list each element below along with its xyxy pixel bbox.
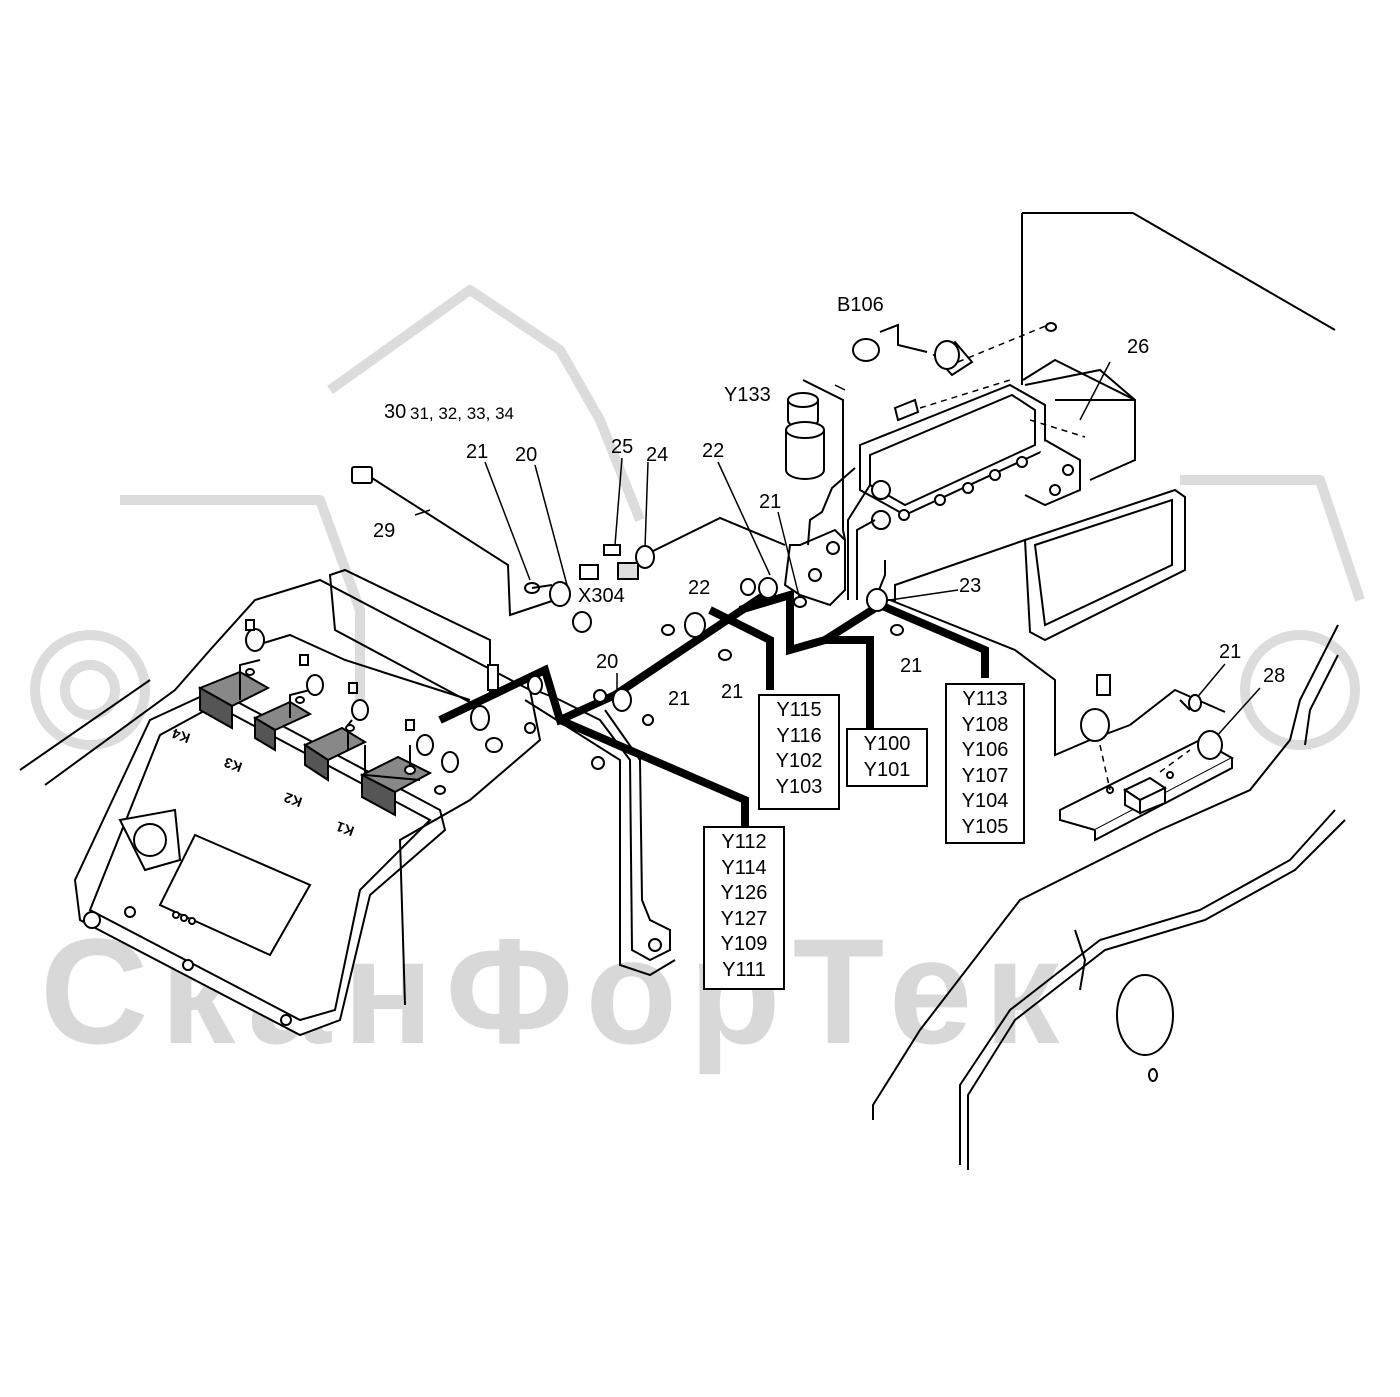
callout-20: 20	[596, 651, 619, 673]
watermark-machine-outline	[30, 285, 1365, 750]
valve-label: Y104	[961, 790, 1009, 812]
callout-y133: Y133	[724, 384, 771, 406]
accumulator-y133	[783, 392, 846, 607]
callout-21: 21	[466, 441, 489, 463]
callout-23: 23	[959, 575, 982, 597]
valve-label: Y107	[961, 764, 1009, 787]
callout-26: 26	[1127, 336, 1150, 358]
valve-block	[859, 358, 1186, 642]
callout-21: 21	[721, 681, 744, 703]
valve-label: Y106	[961, 739, 1009, 761]
dashed-guides	[919, 324, 1191, 791]
relays	[197, 670, 433, 817]
valve-label: Y109	[720, 933, 768, 955]
controller-box	[73, 688, 447, 1037]
valve-label: Y102	[775, 750, 823, 772]
clamps-and-screws	[245, 466, 1223, 795]
callout-21: 21	[900, 655, 923, 677]
valve-label: Y127	[720, 907, 768, 930]
valve-label: Y108	[961, 713, 1009, 736]
callout-20: 20	[515, 444, 538, 466]
valve-label: Y112	[721, 831, 767, 853]
valve-label: Y115	[776, 699, 822, 721]
callout-31-34: 31, 32, 33, 34	[410, 404, 514, 423]
right-base-plate	[1059, 738, 1235, 842]
valve-label: Y103	[775, 775, 823, 798]
support-bracket	[524, 689, 676, 977]
callout-21: 21	[759, 491, 782, 513]
valve-label: Y126	[720, 882, 768, 904]
valve-label: Y114	[721, 856, 767, 879]
leader-lines	[414, 361, 1261, 739]
valve-group-box: Y112 Y114 Y126 Y127 Y109 Y111	[703, 826, 785, 990]
valve-label: Y111	[722, 958, 766, 981]
valve-label: Y101	[863, 758, 911, 781]
callout-24: 24	[646, 444, 669, 466]
right-cabinet-panel	[872, 212, 1346, 1170]
callout-29: 29	[373, 520, 396, 542]
valve-label: Y100	[863, 733, 911, 755]
callout-b106: B106	[837, 294, 884, 316]
callout-x304: X304	[578, 585, 625, 607]
callout-25: 25	[611, 436, 634, 458]
callout-21: 21	[1219, 641, 1242, 663]
callout-28: 28	[1263, 665, 1286, 687]
callout-21: 21	[668, 688, 691, 710]
valve-label: Y116	[776, 724, 822, 747]
valve-group-box: Y115 Y116 Y102 Y103	[758, 694, 840, 810]
callout-22: 22	[702, 440, 725, 462]
valve-label: Y105	[961, 815, 1009, 838]
valve-group-box: Y113 Y108 Y106 Y107 Y104 Y105	[945, 683, 1025, 844]
valve-group-box: Y100 Y101	[846, 728, 928, 787]
callout-30: 30	[384, 401, 407, 423]
callout-22: 22	[688, 577, 711, 599]
valve-label: Y113	[962, 688, 1008, 710]
sensor-b106	[852, 322, 1057, 422]
